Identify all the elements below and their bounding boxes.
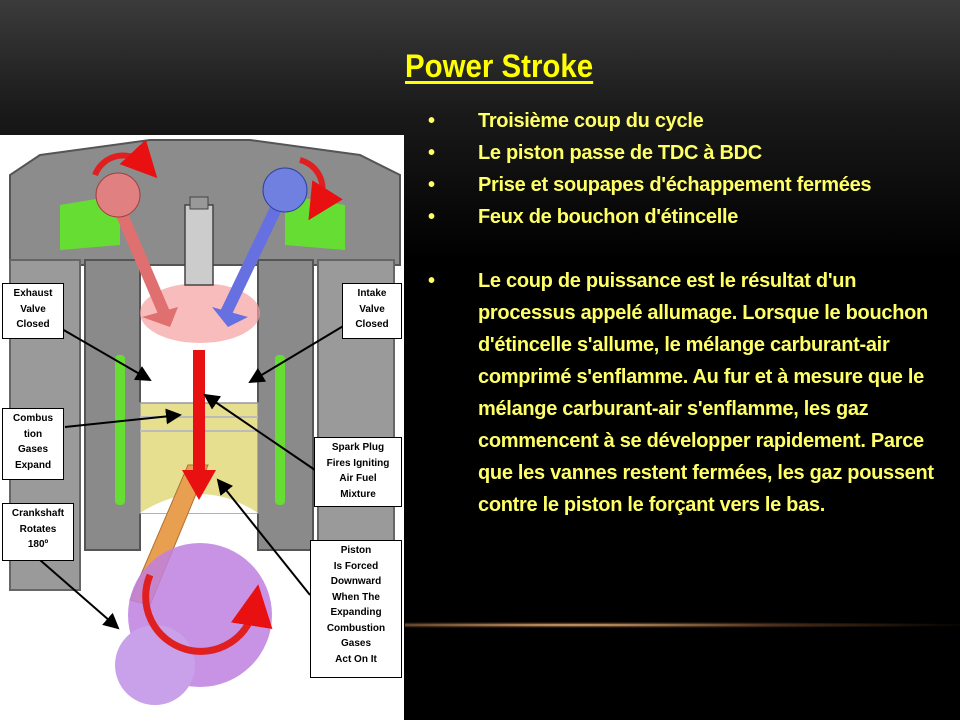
bullet-text: Feux de bouchon d'étincelle	[478, 201, 950, 233]
coolant-left	[115, 355, 125, 505]
power-arrow	[193, 350, 205, 475]
cylinder-wall-right	[258, 260, 313, 550]
bullet-text: Prise et soupapes d'échappement fermées	[478, 169, 950, 201]
label-combustion-gases: Combus tion Gases Expand	[2, 408, 64, 480]
engine-diagram: Exhaust Valve Closed Intake Valve Closed…	[0, 135, 404, 720]
label-intake-valve: Intake Valve Closed	[342, 283, 402, 339]
bullet-item: •Troisième coup du cycle	[428, 105, 950, 137]
coolant-right	[275, 355, 285, 505]
spark-plug	[185, 205, 213, 285]
bullet-item: •Feux de bouchon d'étincelle	[428, 201, 950, 233]
bullet-text: Le coup de puissance est le résultat d'u…	[478, 265, 950, 521]
decorative-glow-line	[405, 622, 960, 628]
label-piston: Piston Is Forced Downward When The Expan…	[310, 540, 402, 678]
cylinder-wall-left	[85, 260, 140, 550]
label-crankshaft: Crankshaft Rotates 180º	[2, 503, 74, 561]
label-spark-plug: Spark Plug Fires Igniting Air Fuel Mixtu…	[314, 437, 402, 507]
bullet-list: •Troisième coup du cycle •Le piston pass…	[428, 105, 950, 521]
bullet-item-paragraph: •Le coup de puissance est le résultat d'…	[428, 265, 950, 521]
bullet-text: Le piston passe de TDC à BDC	[478, 137, 950, 169]
bullet-item: •Le piston passe de TDC à BDC	[428, 137, 950, 169]
slide-title: Power Stroke	[405, 48, 593, 85]
bullet-item: •Prise et soupapes d'échappement fermées	[428, 169, 950, 201]
bullet-text: Troisième coup du cycle	[478, 105, 950, 137]
label-exhaust-valve: Exhaust Valve Closed	[2, 283, 64, 339]
